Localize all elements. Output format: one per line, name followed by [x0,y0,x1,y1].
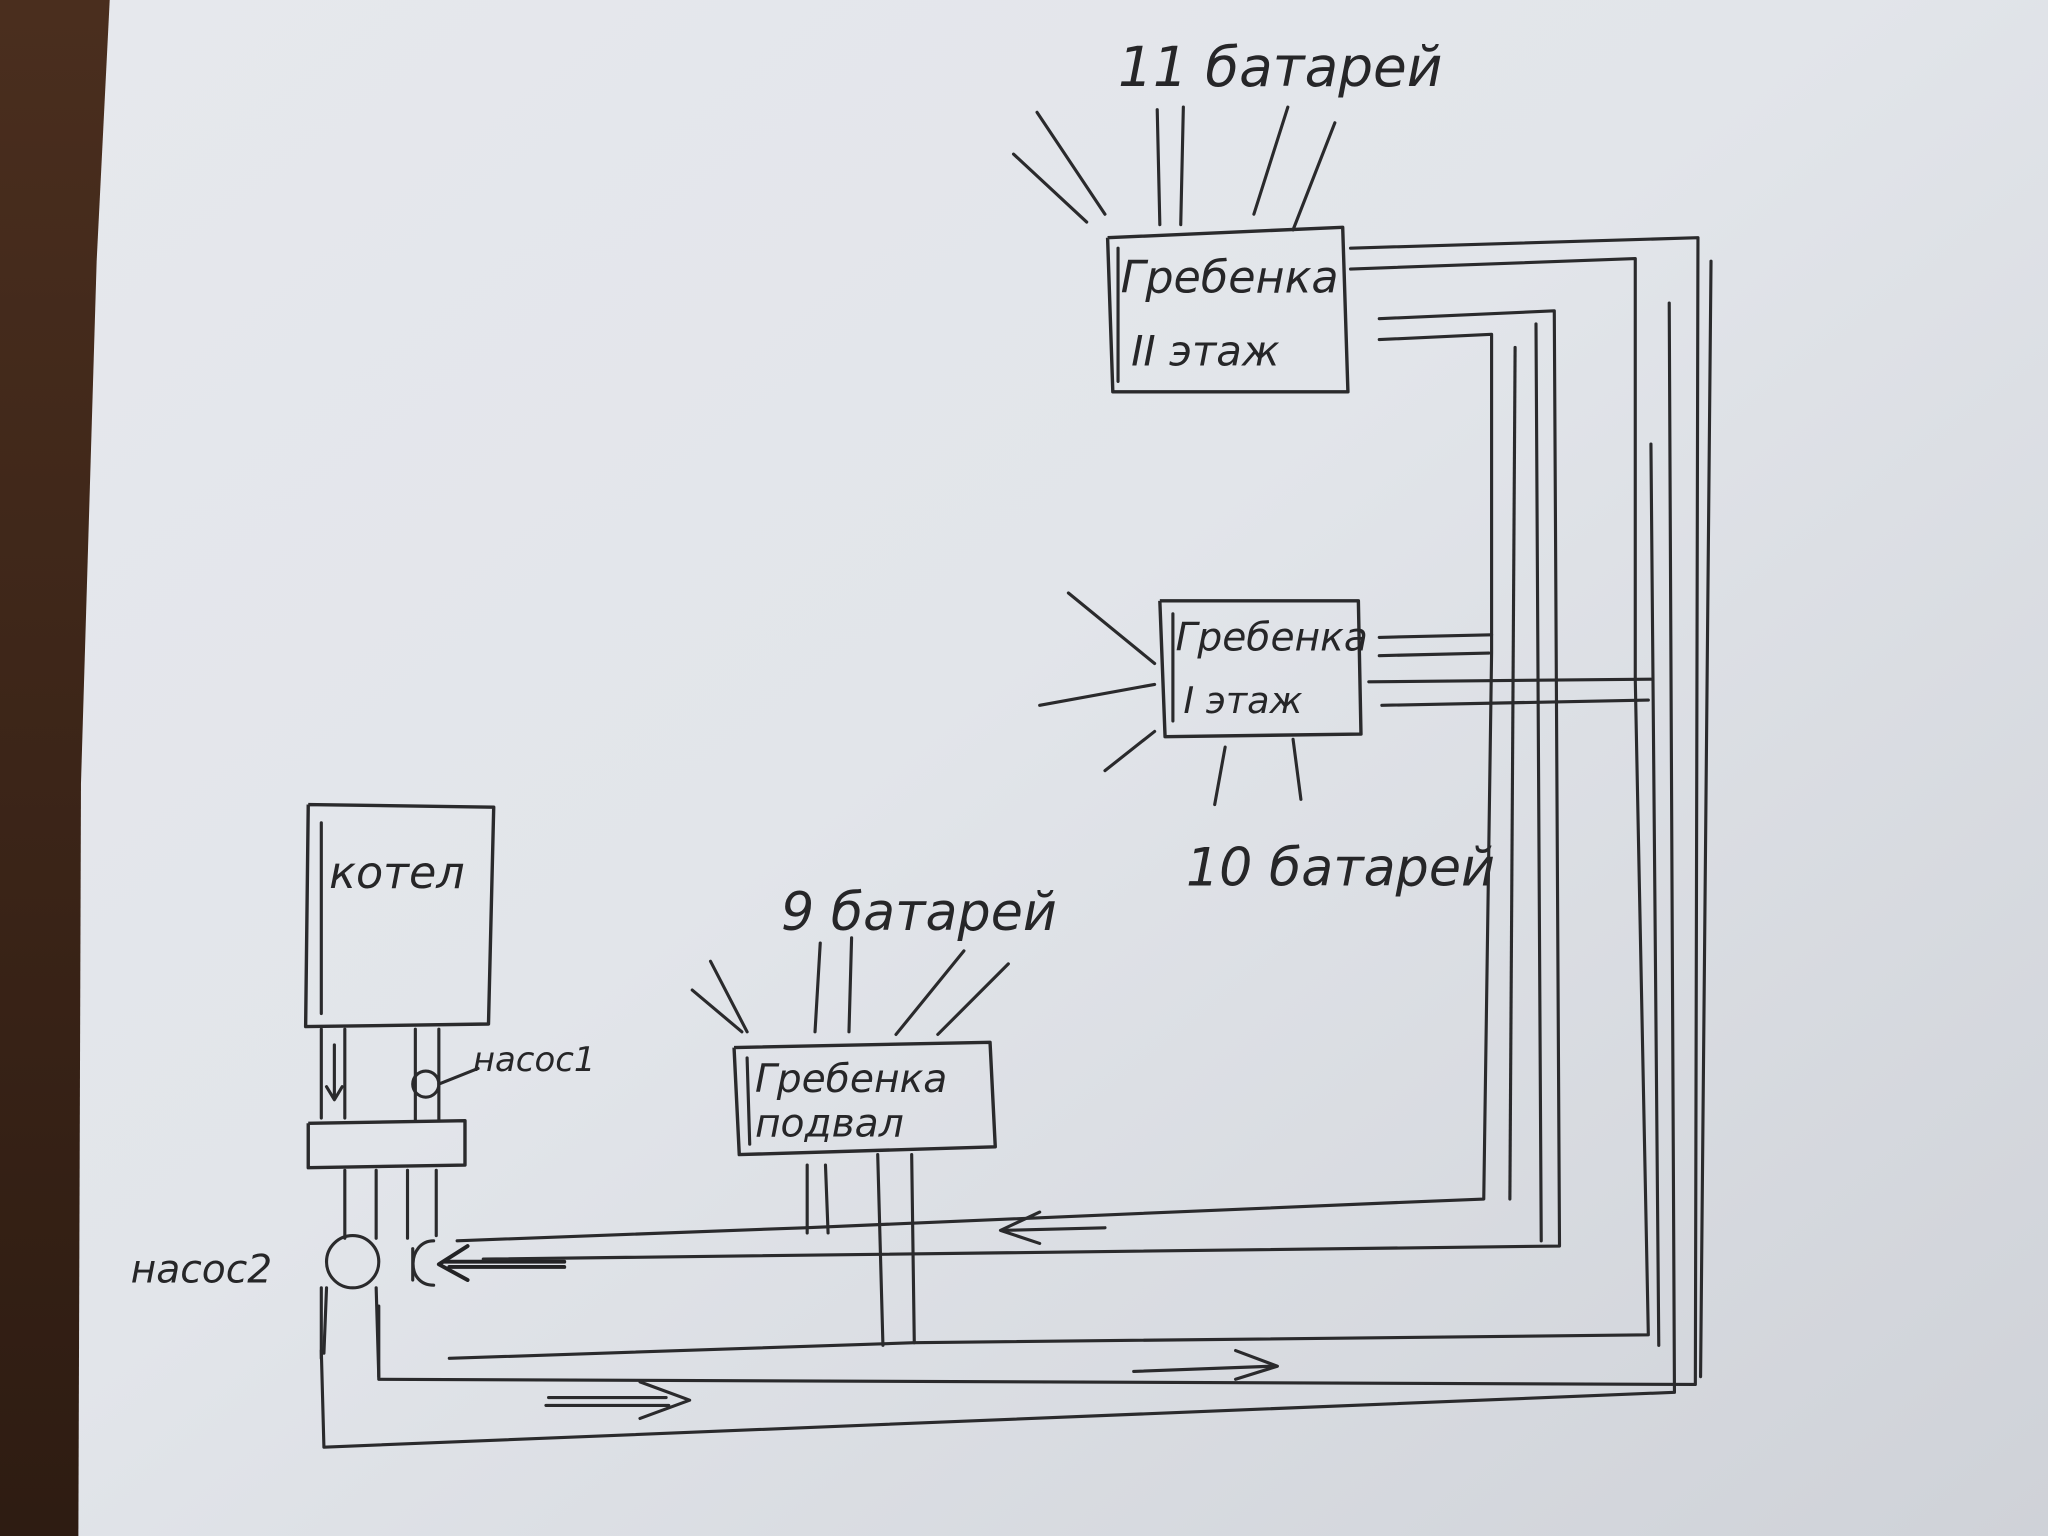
manifold-floor2-title: Гребенка [1121,253,1339,304]
manifold-basement-connections [805,1153,916,1347]
manifold-floor1-subtitle: I этаж [1183,679,1302,722]
manifold-basement-box [732,1040,997,1157]
return-connector [411,1239,436,1287]
manifold-basement-subtitle: подвал [755,1101,904,1146]
boiler: котел [303,802,496,1029]
pipe-floor2-loop3-inner [1649,442,1661,1347]
pipe-floor2-loop2-inner [1534,322,1543,1243]
manifold-floor2: Гребенка II этаж 11 батарей [1011,35,1442,394]
manifold-floor2-radiator-lines [1011,105,1337,232]
manifold-floor2-radiators-label: 11 батарей [1118,35,1442,99]
pump2-drop-pipes [322,1286,381,1379]
pump1-label: насос1 [473,1040,596,1080]
manifold-floor1-title: Гребенка [1176,615,1368,660]
boiler-box [303,802,496,1029]
flow-arrow-supply-bottom [544,1380,692,1421]
manifold-basement-title: Гребенка [755,1057,947,1102]
paper-sheet [78,0,2048,1536]
return-inlet-arrow [436,1244,567,1282]
manifold-floor1-radiator-lines [1038,591,1303,807]
separator-outlet-pipes [343,1168,438,1240]
manifold-floor2-subtitle: II этаж [1131,327,1280,376]
pipe-return-floor2 [455,332,1494,1243]
pipe-floor2-loop2 [481,309,1562,1261]
manifold-floor2-box [1105,225,1350,394]
flow-arrow-return [998,1210,1107,1245]
manifold-basement-radiator-lines [690,936,1010,1037]
manifold-floor1-radiators-label: 10 батарей [1186,839,1495,899]
manifold-basement: Гребенка подвал 9 батарей [690,883,1057,1157]
pipe-supply-outer [319,301,1677,1449]
manifold-floor1: Гребенка I этаж 10 батарей [1038,591,1495,899]
boiler-label: котел [329,848,465,899]
pump1: насос1 [411,1040,596,1099]
manifold-floor1-connections [1367,633,1653,707]
pipe-outer-loop-inner [1699,259,1713,1379]
pump2: насос2 [131,1234,381,1293]
pump2-icon [324,1234,381,1290]
pipe-floor2-loop3 [447,257,1650,1360]
pump2-label: насос2 [131,1248,273,1293]
pipe-return-floor2-inner [1508,345,1517,1201]
manifold-basement-radiators-label: 9 батарей [781,883,1057,943]
flow-arrow-supply-right [1132,1348,1279,1381]
manifold-floor1-box [1158,599,1363,739]
hydraulic-separator [306,1118,467,1170]
